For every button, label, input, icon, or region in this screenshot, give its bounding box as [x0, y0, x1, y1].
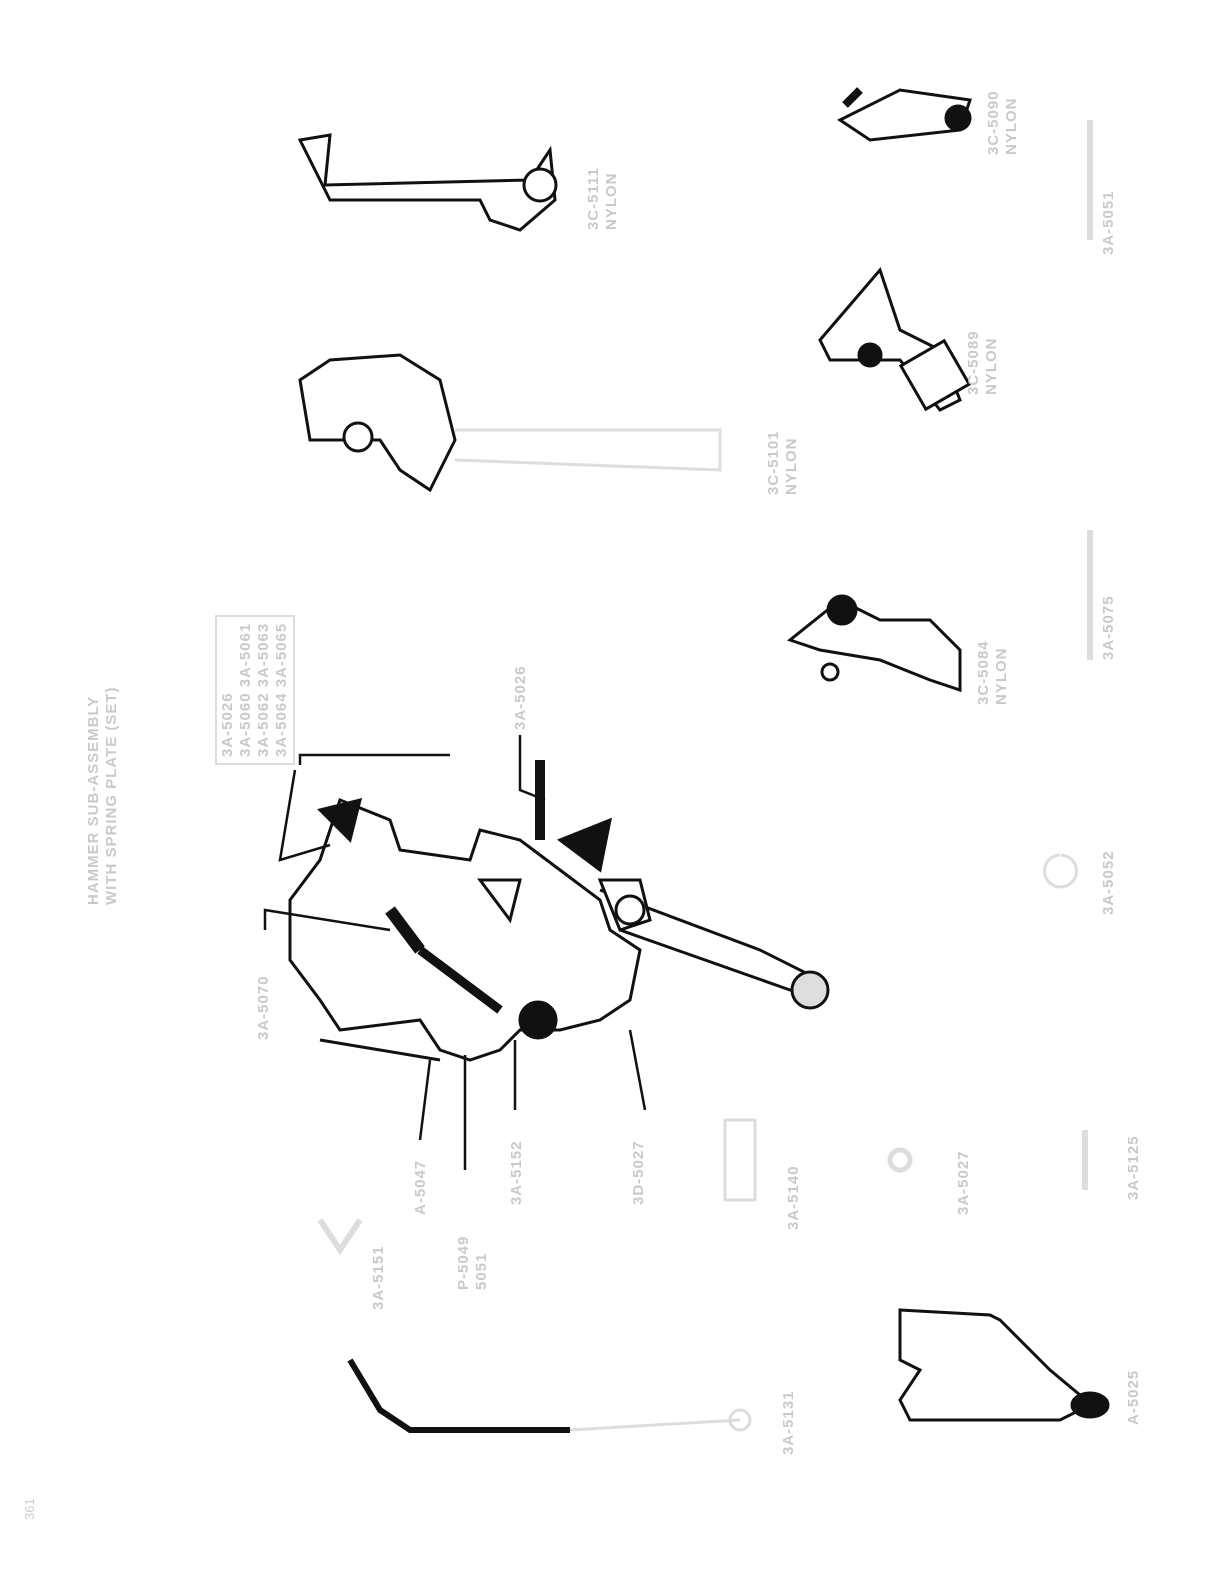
label-3c-5090-mat: NYLON — [1003, 97, 1020, 156]
title-line-1: HAMMER SUB-ASSEMBLY — [85, 695, 102, 905]
title-line-2: WITH SPRING PLATE (SET) — [103, 686, 120, 905]
part-3a-5140 — [723, 1118, 757, 1202]
group-line-4: 3A-5064 3A-5065 — [273, 622, 290, 757]
group-line-3: 3A-5062 3A-5063 — [255, 622, 272, 757]
label-3c-5084-mat: NYLON — [993, 647, 1010, 706]
label-3c-5101-mat: NYLON — [783, 437, 800, 496]
label-a-5047: A-5047 — [412, 1159, 429, 1215]
label-3a-5140: 3A-5140 — [785, 1165, 802, 1230]
leader-lines — [263, 735, 647, 1170]
group-label: 3A-5026 3A-5060 3A-5061 3A-5062 3A-5063 … — [215, 614, 295, 765]
label-3a-5070: 3A-5070 — [255, 975, 272, 1040]
part-3c-5101 — [298, 353, 457, 493]
label-3c-5089-num: 3C-5089 — [965, 330, 982, 395]
label-3a-5052: 3A-5052 — [1100, 850, 1117, 915]
part-3a-5027 — [1043, 853, 1078, 889]
label-3d-5027: 3D-5027 — [630, 1140, 647, 1205]
label-3a-5026: 3A-5026 — [512, 665, 529, 730]
label-3a-5151: 3A-5151 — [370, 1245, 387, 1310]
label-3a-5131: 3A-5131 — [780, 1390, 797, 1455]
title-block: HAMMER SUB-ASSEMBLY WITH SPRING PLATE (S… — [85, 686, 121, 905]
part-a-5025 — [898, 1308, 1105, 1422]
group-line-2: 3A-5060 3A-5061 — [237, 622, 254, 757]
label-3c-5090-num: 3C-5090 — [985, 90, 1002, 155]
part-3c-5084 — [786, 598, 962, 693]
part-3a-5027-small — [887, 1147, 913, 1173]
part-3a-5131 — [317, 1218, 363, 1256]
label-3c-5111-num: 3C-5111 — [585, 167, 602, 230]
page-number: 361 — [22, 1498, 37, 1520]
label-p-5049-line2: 5051 — [473, 1252, 490, 1290]
label-a-5025: A-5025 — [1125, 1369, 1142, 1425]
main-assembly — [288, 760, 830, 1062]
part-3a-5151 — [347, 1358, 570, 1433]
label-3a-5051: 3A-5051 — [1100, 190, 1117, 255]
label-p-5049-line1: P-5049 — [455, 1235, 472, 1290]
label-3a-5075: 3A-5075 — [1100, 595, 1117, 660]
label-3c-5101-num: 3C-5101 — [765, 430, 782, 495]
label-3a-5027: 3A-5027 — [955, 1150, 972, 1215]
group-line-1: 3A-5026 — [219, 692, 236, 757]
label-3c-5089-mat: NYLON — [983, 337, 1000, 396]
label-3c-5084-num: 3C-5084 — [975, 640, 992, 705]
label-3c-5111-mat: NYLON — [603, 172, 620, 231]
label-3a-5125: 3A-5125 — [1125, 1135, 1142, 1200]
label-3a-5152: 3A-5152 — [508, 1140, 525, 1205]
part-3c-5111 — [297, 133, 557, 232]
